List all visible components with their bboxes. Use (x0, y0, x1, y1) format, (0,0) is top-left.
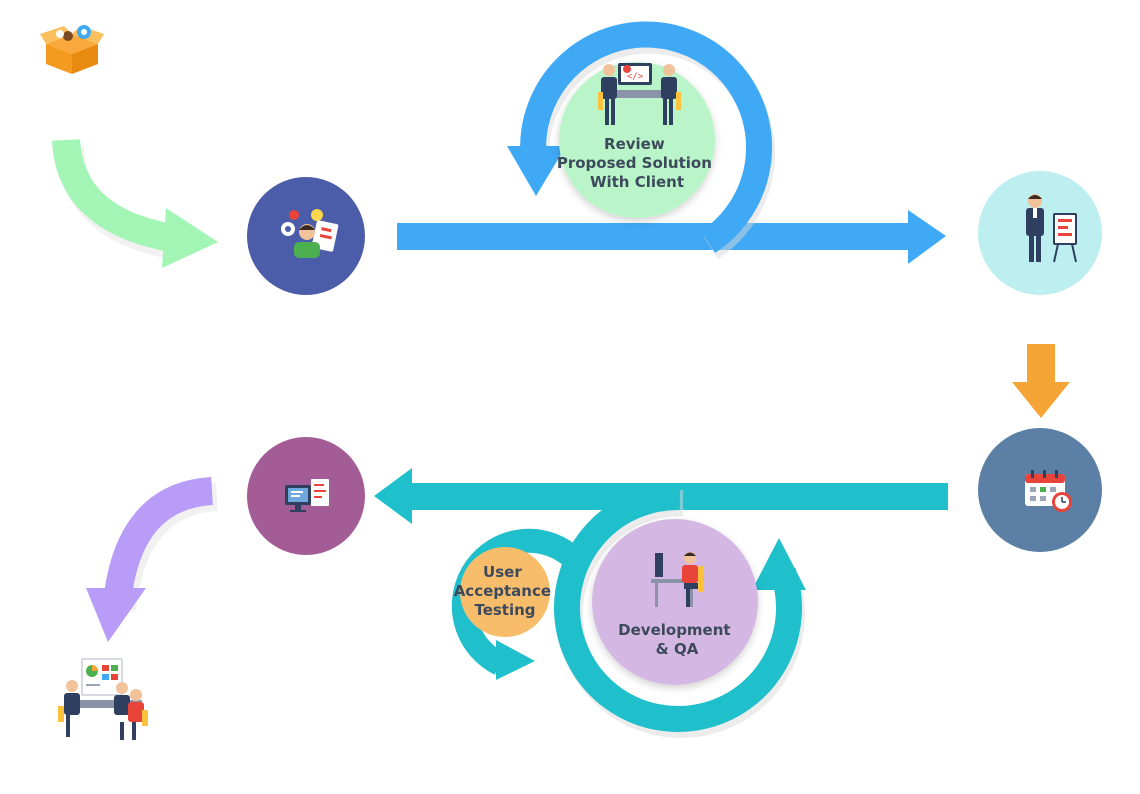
svg-text:User Acceptance Te: User Acceptance Testing (454, 563, 557, 619)
calendar-clock-icon (1025, 470, 1072, 512)
review-loop-head (507, 146, 566, 196)
dev-loop-head (752, 538, 806, 590)
presenter-with-board-icon (1026, 194, 1077, 263)
uat-label-line3: Testing (474, 601, 535, 619)
teal-arrow-head (374, 468, 412, 524)
svg-text:Review Proposed Solution: Review Proposed Solution With Client (557, 135, 717, 191)
dev-circle (592, 519, 758, 685)
review-label-line1: Review (604, 135, 665, 153)
blue-arrow-shaft (397, 223, 917, 250)
design-step (247, 437, 365, 555)
analysis-person-gears-icon (281, 209, 339, 258)
svg-text:</>: </> (627, 72, 644, 82)
dev-label-line1: Development (618, 621, 730, 639)
svg-text:Development & QA: Development & QA (618, 621, 736, 658)
blue-arrow-head (908, 210, 946, 264)
blue-flow-arrow (397, 210, 946, 264)
purple-arrow-shaft (103, 477, 214, 605)
start-arrow-head (162, 208, 218, 268)
purple-arrow-head (86, 588, 146, 642)
review-label-line3: With Client (590, 173, 684, 191)
developer-at-desk-icon (651, 552, 704, 607)
start-arrow-shaft (52, 138, 175, 252)
dev-step: Development & QA (592, 519, 758, 685)
uat-label-line1: User (483, 563, 522, 581)
uat-label-line2: Acceptance (454, 582, 551, 600)
uat-circle (460, 547, 550, 637)
dev-label-line2: & QA (656, 640, 699, 658)
review-step: </> Review Proposed Solution With Client (557, 62, 717, 218)
review-loop (507, 21, 776, 259)
start-arrow (52, 138, 218, 268)
orange-down-arrow (1012, 344, 1070, 418)
review-label-line2: Proposed Solution (557, 154, 712, 172)
dev-loop (554, 483, 806, 738)
team-meeting-icon (58, 658, 148, 740)
meeting-with-client-icon: </> (598, 63, 681, 125)
orange-arrow-shaft (1027, 344, 1055, 384)
monitor-document-icon (285, 479, 329, 512)
orange-arrow-head (1012, 382, 1070, 418)
uat-loop-head (496, 640, 535, 680)
purple-arrow (86, 477, 219, 642)
uat-step: User Acceptance Testing (454, 547, 557, 637)
presentation-step (978, 171, 1102, 295)
review-loop-ring (520, 21, 773, 253)
planning-step (978, 428, 1102, 552)
analysis-step (247, 177, 365, 295)
dev-loop-ring (554, 483, 802, 732)
package-box-icon (40, 25, 104, 74)
